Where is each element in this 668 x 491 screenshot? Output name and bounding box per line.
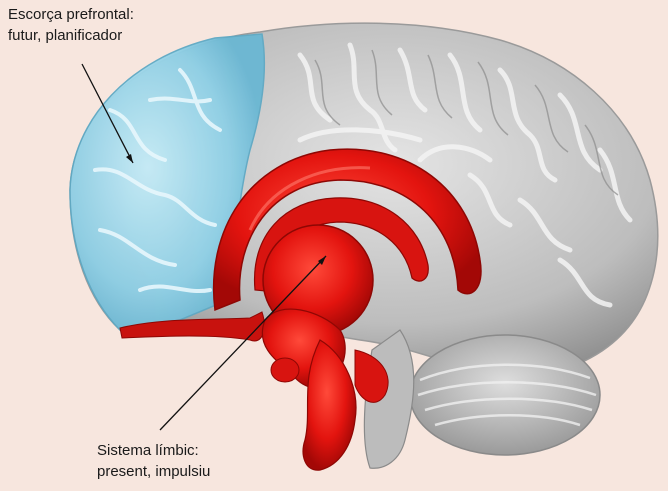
limbic-system-label: Sistema límbic: present, impulsiu — [97, 440, 210, 482]
limbic-label-line2: present, impulsiu — [97, 461, 210, 482]
prefrontal-label-line2: futur, planificador — [8, 25, 134, 46]
prefrontal-label-line1: Escorça prefrontal: — [8, 4, 134, 25]
cerebellum — [410, 335, 600, 455]
prefrontal-cortex-label: Escorça prefrontal: futur, planificador — [8, 4, 134, 46]
limbic-label-line1: Sistema límbic: — [97, 440, 210, 461]
